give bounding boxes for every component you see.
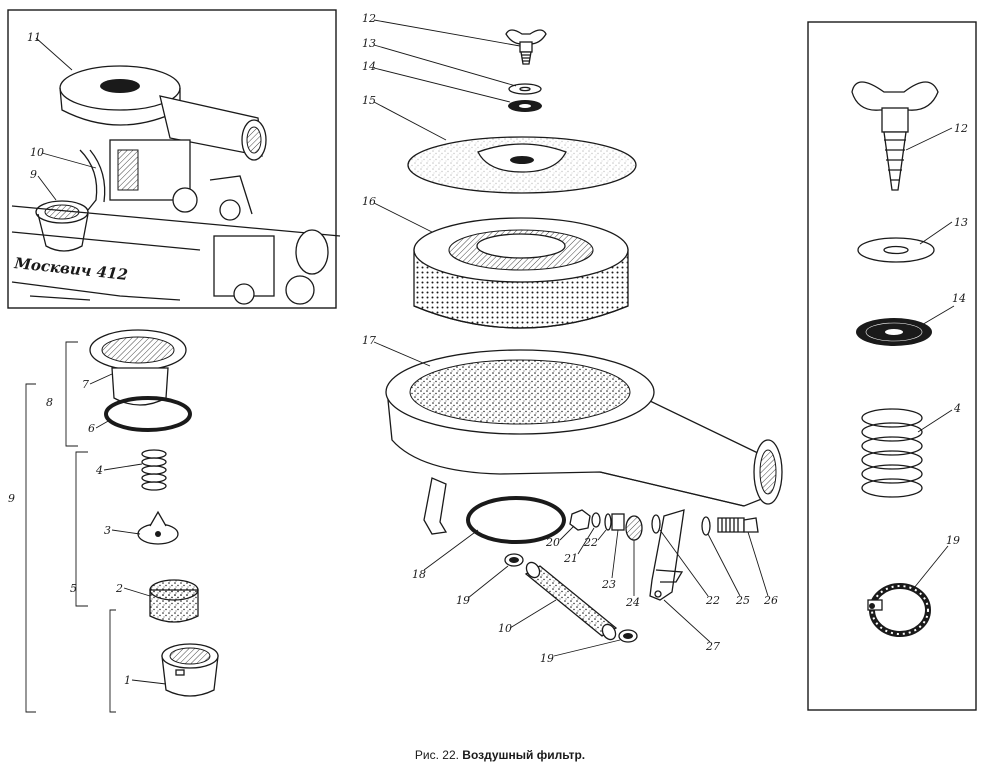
- wing-bolt-12: [505, 29, 547, 65]
- label-6: 6: [88, 422, 95, 435]
- hardware-row: [569, 509, 759, 601]
- breather-hose-10: [524, 561, 618, 641]
- hose-clamp-19-detail: [867, 583, 931, 637]
- label-22-right: 22: [705, 594, 720, 607]
- breather-assembly-column: 7 8 6 4 9 3 5 2 1: [8, 329, 219, 713]
- engine-script-text: Москвич 412: [13, 254, 129, 284]
- label-12: 12: [362, 12, 376, 25]
- gasket-14: [508, 100, 542, 112]
- label-4-right: 4: [953, 402, 961, 415]
- breather-cap-7: [89, 329, 187, 406]
- label-8: 8: [46, 396, 53, 409]
- bracket-27: [649, 509, 685, 601]
- wing-bolt-12-detail: [851, 81, 939, 191]
- washer-22a: [604, 513, 612, 531]
- label-24: 24: [625, 596, 640, 609]
- label-14-right: 14: [952, 292, 966, 305]
- label-5: 5: [70, 582, 77, 595]
- filter-housing-17: [385, 349, 783, 535]
- label-7: 7: [82, 378, 89, 391]
- inset-engine-block: [11, 205, 341, 305]
- right-panel-frame: [807, 21, 977, 711]
- label-26: 26: [763, 594, 778, 607]
- hose-clamp-19-right: [618, 629, 638, 643]
- spring-4-left: [141, 449, 167, 491]
- label-16: 16: [362, 195, 376, 208]
- label-2: 2: [115, 582, 123, 595]
- spacer-23: [611, 513, 625, 531]
- label-14: 14: [362, 60, 376, 73]
- inset-breather-cap: [35, 200, 89, 252]
- label-25: 25: [735, 594, 750, 607]
- gasket-14-detail: [856, 318, 932, 346]
- center-exploded-view: 12 13 14 15 16 17 18 19 10 19 20 21 22 2…: [362, 12, 783, 665]
- engine-inset: Москвич 412 11 10 9: [7, 9, 341, 309]
- grommet-24: [625, 515, 643, 541]
- washer-22b: [651, 514, 661, 534]
- label-1: 1: [124, 674, 131, 687]
- washer-25: [701, 516, 711, 536]
- washer-13-detail: [857, 237, 935, 263]
- label-17: 17: [362, 334, 376, 347]
- label-9-bracket: 9: [8, 492, 15, 505]
- label-27: 27: [705, 640, 720, 653]
- washer-13: [508, 83, 542, 95]
- label-18: 18: [412, 568, 426, 581]
- label-23: 23: [601, 578, 616, 591]
- label-22-left: 22: [583, 536, 598, 549]
- nut-20: [569, 509, 591, 531]
- label-21: 21: [563, 552, 578, 565]
- label-19-center-top: 19: [456, 594, 470, 607]
- filter-cover-15: [407, 136, 637, 194]
- label-20: 20: [545, 536, 560, 549]
- filter-element-16: [413, 217, 629, 329]
- o-ring-6: [104, 396, 192, 432]
- breather-body-1: [161, 643, 219, 697]
- label-19-center-bottom: 19: [540, 652, 554, 665]
- spring-4-detail: [861, 408, 923, 498]
- label-10-inset: 10: [30, 146, 44, 159]
- label-10-hose: 10: [498, 622, 512, 635]
- label-12-right: 12: [954, 122, 968, 135]
- label-13-right: 13: [954, 216, 968, 229]
- label-19-right: 19: [946, 534, 960, 547]
- valve-plate-3: [137, 510, 179, 545]
- caption-title: Воздушный фильтр.: [462, 748, 586, 762]
- filter-insert-2: [149, 579, 199, 623]
- right-detail-panel: 12 13 14 4 19: [807, 21, 977, 711]
- label-15: 15: [362, 94, 376, 107]
- inset-carburetor: [79, 139, 253, 221]
- label-13: 13: [362, 37, 376, 50]
- label-3: 3: [104, 524, 111, 537]
- label-4-left: 4: [95, 464, 103, 477]
- caption-prefix: Рис. 22.: [414, 748, 459, 762]
- label-11-inset: 11: [27, 31, 41, 44]
- engine-inset-frame: [7, 9, 337, 309]
- bolt-26: [717, 517, 759, 533]
- label-9-inset: 9: [30, 168, 37, 181]
- figure-caption: Рис. 22. Воздушный фильтр.: [0, 748, 1000, 762]
- hose-clamp-19-left: [504, 553, 524, 567]
- washer-21: [591, 512, 601, 528]
- ring-gasket-18: [466, 496, 566, 544]
